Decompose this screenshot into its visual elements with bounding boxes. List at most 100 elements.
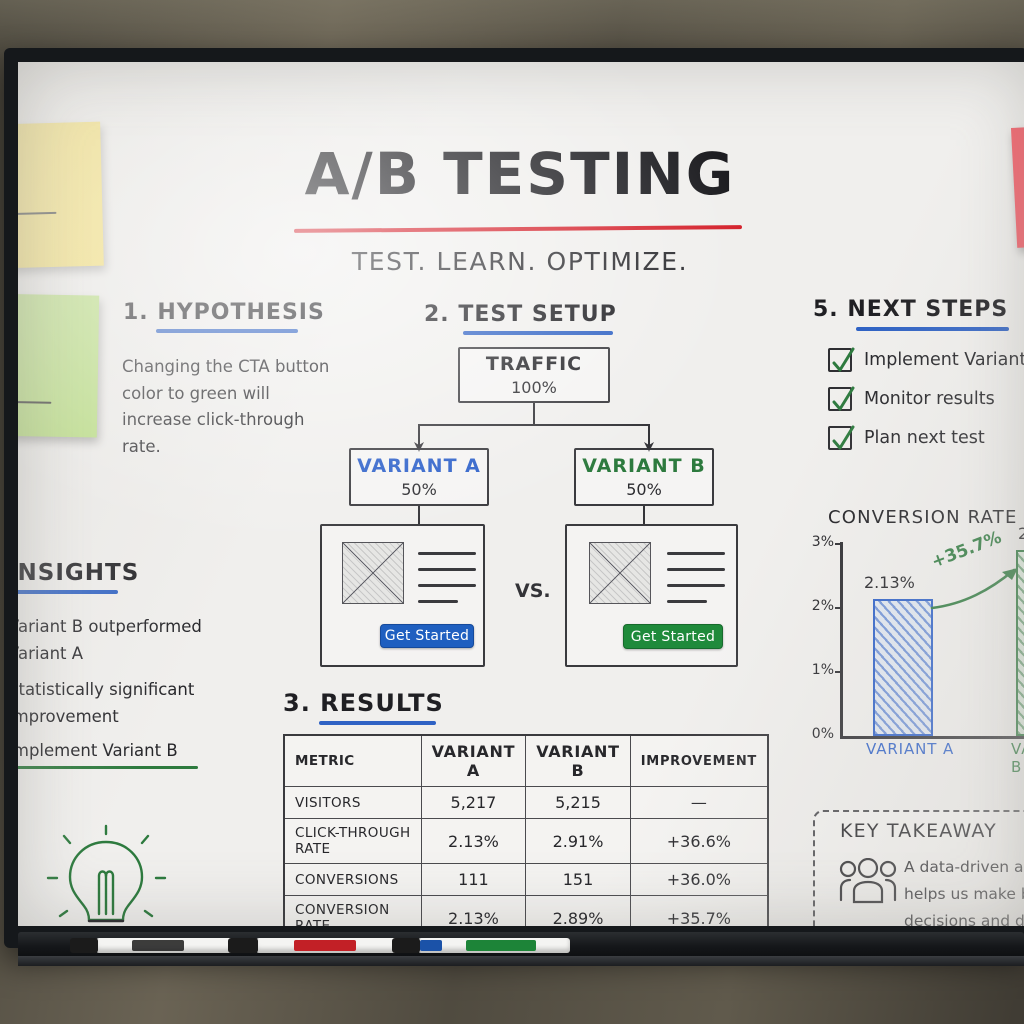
- next-steps-underline: [856, 327, 1009, 331]
- marker-red[interactable]: [228, 938, 416, 953]
- sticky-note-rule: [18, 399, 52, 404]
- insights-accent-underline: [18, 766, 198, 769]
- variant-a-label: VARIANT A: [357, 455, 481, 477]
- check-icon: [832, 386, 855, 411]
- results-underline: [319, 721, 436, 725]
- chart-x-axis: [840, 736, 1024, 739]
- connector-bus: [418, 424, 650, 426]
- insight-item-1: Variant B outperformed Variant A: [18, 617, 202, 663]
- cell-variant-b: 2.89%: [525, 895, 631, 926]
- marker-blue[interactable]: [392, 938, 570, 953]
- next-steps-heading: 5. NEXT STEPS: [813, 297, 1009, 322]
- results-heading: 3. RESULTS: [283, 689, 444, 717]
- sticky-note-yellow[interactable]: ll change mpact: [18, 121, 104, 271]
- hypothesis-text: Changing the CTA button color to green w…: [122, 357, 330, 457]
- check-icon: [832, 425, 855, 450]
- y-tick-label-0: 0%: [811, 726, 834, 742]
- whiteboard-frame: A/B TESTING TEST. LEARN. OPTIMIZE. 1. HY…: [4, 48, 1024, 948]
- page-subtitle: TEST. LEARN. OPTIMIZE.: [351, 247, 689, 276]
- sticky-note-pink[interactable]: [1010, 120, 1024, 248]
- checkbox-checked[interactable]: [828, 347, 855, 372]
- y-tick-label-2: 2%: [811, 598, 834, 614]
- key-takeaway-line-2: helps us make bette: [904, 885, 1024, 903]
- title-underline: [293, 225, 743, 233]
- y-tick-mark: [835, 543, 843, 545]
- table-row: VISITORS 5,217 5,215 —: [283, 786, 769, 819]
- next-step-label: Plan next test: [864, 428, 985, 448]
- lightbulb-icon: [46, 824, 167, 923]
- cell-variant-b: 2.91%: [525, 818, 631, 864]
- column-header-metric: METRIC: [283, 734, 422, 787]
- cell-metric: CLICK-THROUGH RATE: [283, 818, 422, 864]
- mock-text-line: [418, 552, 476, 555]
- test-setup-heading: 2. TEST SETUP: [424, 302, 617, 327]
- placeholder-image-icon: [342, 542, 404, 604]
- mock-text-line: [667, 552, 725, 555]
- mock-text-line: [667, 600, 707, 603]
- y-tick-label-1: 1%: [811, 662, 834, 678]
- checkbox-checked[interactable]: [828, 386, 855, 411]
- x-label-variant-b: VARIANT B: [1011, 740, 1024, 776]
- cell-improvement: +36.0%: [629, 863, 769, 896]
- check-icon: [832, 347, 855, 372]
- variant-a-value: 50%: [401, 480, 437, 499]
- traffic-node: TRAFFIC 100%: [458, 347, 610, 403]
- mock-text-line: [667, 584, 725, 587]
- people-group-icon: [839, 858, 897, 904]
- mock-text-line: [418, 568, 476, 571]
- table-header-row: METRIC VARIANT A VARIANT B IMPROVEMENT: [283, 734, 769, 787]
- cell-variant-a: 2.13%: [420, 818, 527, 864]
- key-takeaway-line-3: decisions and delive: [904, 912, 1024, 926]
- x-label-variant-a: VARIANT A: [866, 740, 955, 758]
- next-step-label: Implement Variant: [864, 350, 1024, 370]
- bar-variant-a: [873, 599, 933, 736]
- sticky-note-line: mpact: [18, 177, 90, 204]
- sticky-note-line: nions: [18, 366, 86, 392]
- marker-band: [132, 940, 184, 951]
- table-row: CONVERSION RATE 2.13% 2.89% +35.7%: [283, 895, 769, 926]
- cell-metric: VISITORS: [283, 786, 422, 819]
- connector-b-down: [643, 506, 645, 524]
- marker-band: [294, 940, 356, 951]
- next-step-item-2[interactable]: Monitor results: [828, 386, 995, 411]
- bar-value-variant-b: 2.89%: [1018, 524, 1024, 543]
- results-table: METRIC VARIANT A VARIANT B IMPROVEMENT V…: [283, 734, 769, 926]
- marker-black[interactable]: [70, 938, 254, 953]
- traffic-value: 100%: [511, 378, 557, 397]
- next-step-item-3[interactable]: Plan next test: [828, 425, 985, 450]
- sticky-note-green[interactable]: a over nions: [18, 292, 100, 438]
- y-tick-label-3: 3%: [811, 534, 834, 550]
- marker-tray-lip: [18, 956, 1024, 966]
- cta-button-variant-a[interactable]: Get Started: [380, 624, 474, 648]
- y-tick-mark: [835, 671, 843, 673]
- vs-label: VS.: [515, 580, 551, 602]
- variant-a-node: VARIANT A 50%: [349, 448, 489, 506]
- mock-text-line: [418, 600, 458, 603]
- cell-metric: CONVERSION RATE: [283, 895, 422, 926]
- marker-band-green: [466, 940, 536, 951]
- table-row: CLICK-THROUGH RATE 2.13% 2.91% +36.6%: [283, 818, 769, 864]
- cell-variant-a: 2.13%: [420, 895, 527, 926]
- marker-cap: [228, 938, 258, 953]
- cell-variant-b: 5,215: [525, 786, 631, 819]
- insights-heading: INSIGHTS: [18, 560, 140, 586]
- next-step-label: Monitor results: [864, 389, 995, 409]
- insight-item-3: Implement Variant B: [18, 741, 178, 760]
- marker-cap: [392, 938, 420, 953]
- variant-b-node: VARIANT B 50%: [574, 448, 714, 506]
- next-step-item-1[interactable]: Implement Variant: [828, 347, 1024, 372]
- marker-cap: [70, 938, 98, 953]
- mockup-variant-a: Get Started: [320, 524, 485, 667]
- mockup-variant-b: Get Started: [565, 524, 738, 667]
- sticky-note-line: a over: [18, 333, 87, 359]
- cta-button-variant-b[interactable]: Get Started: [623, 624, 723, 649]
- sticky-note-rule: [18, 211, 57, 217]
- table-row: CONVERSIONS 111 151 +36.0%: [283, 863, 769, 896]
- bar-value-variant-a: 2.13%: [864, 573, 915, 592]
- column-header-variant-a: VARIANT A: [420, 734, 527, 787]
- checkbox-checked[interactable]: [828, 425, 855, 450]
- mock-text-line: [667, 568, 725, 571]
- traffic-label: TRAFFIC: [485, 353, 583, 375]
- cell-variant-b: 151: [525, 863, 631, 896]
